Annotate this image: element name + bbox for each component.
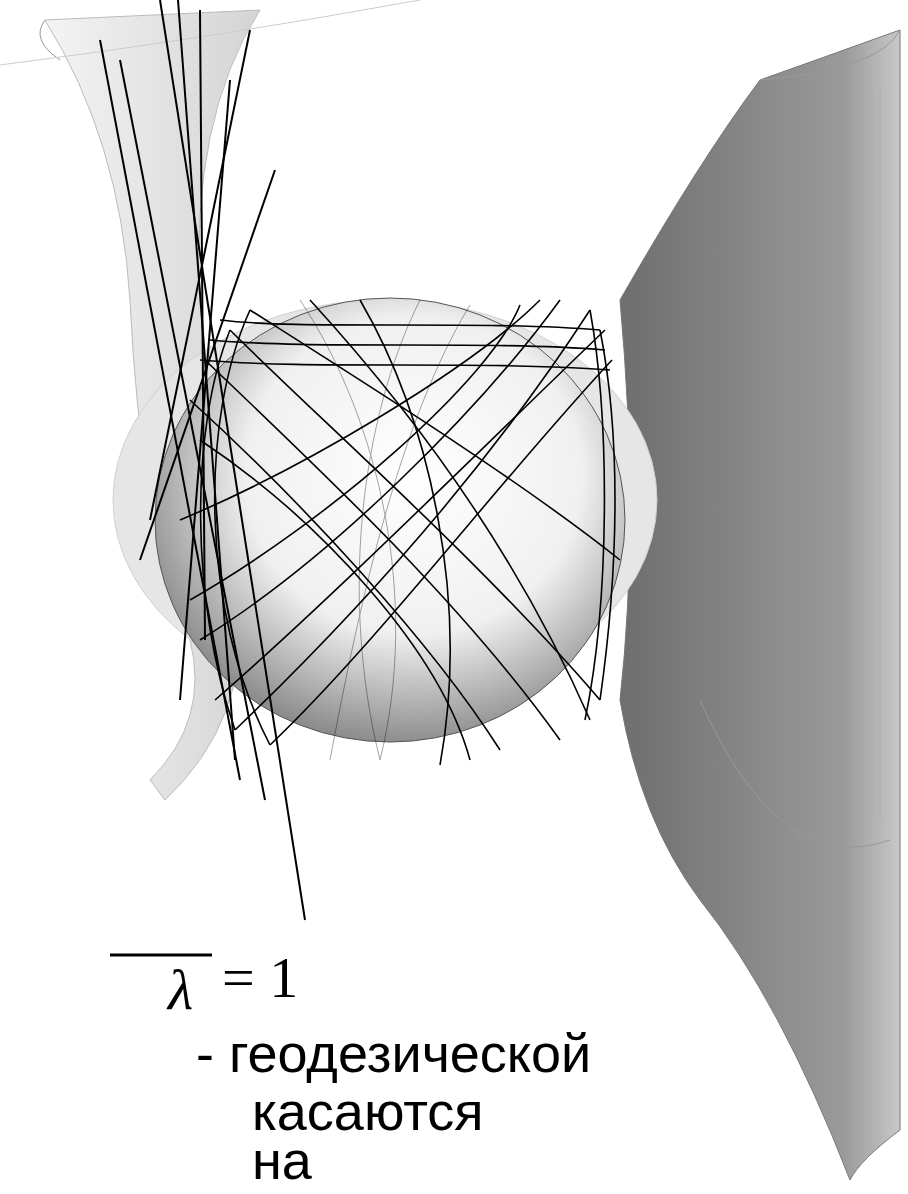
formula-variable: λ [168, 958, 193, 1022]
formula-value: = 1 [222, 946, 298, 1010]
caption-line: - геодезической [196, 1024, 591, 1083]
caption-line: на [252, 1131, 312, 1190]
